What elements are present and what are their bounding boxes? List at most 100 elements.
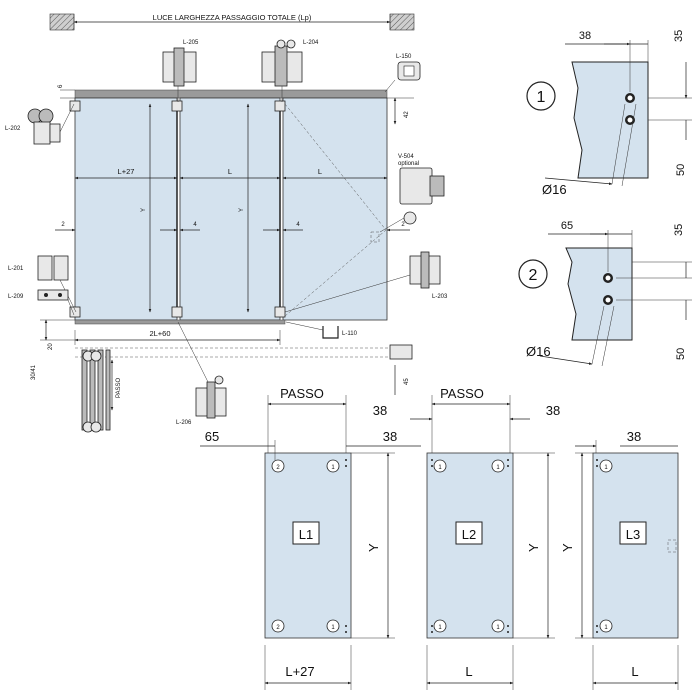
svg-text:1: 1 xyxy=(438,625,442,631)
gap-mid1-dim: 4 xyxy=(193,222,197,228)
side-dims: 30/41 xyxy=(31,364,37,380)
detail-1-hole: Ø16 xyxy=(542,182,567,197)
hinge-markers xyxy=(69,100,286,318)
panel-l3-height: Y xyxy=(560,543,575,552)
elevation-view: 6 L+27 L L Y Y xyxy=(31,84,414,433)
svg-text:1: 1 xyxy=(331,625,335,631)
detail-2-dim-right-top: 35 xyxy=(673,224,685,236)
panel1-width-dim: L+27 xyxy=(118,167,135,176)
bottom-rail xyxy=(74,319,286,325)
panel3-width-dim: L xyxy=(318,167,322,176)
v504-label: V-504 xyxy=(398,154,414,160)
svg-text:2: 2 xyxy=(276,625,280,631)
panel2-width-dim: L xyxy=(228,167,232,176)
panel-l3: 38 Y L3 L 1 1 xyxy=(560,429,679,690)
panel-l2-holes: 1 1 1 1 xyxy=(431,459,509,633)
panel-l1-dim-left: 65 xyxy=(205,429,219,444)
panel2-height-dim: Y xyxy=(239,208,245,212)
panel-l1-height: Y xyxy=(366,543,381,552)
detail-2-dim-top: 65 xyxy=(561,220,573,232)
panel-l1: PASSO 65 38 Y L1 L+27 2 1 2 1 xyxy=(200,386,421,690)
svg-text:1: 1 xyxy=(604,465,608,471)
detail-2-hole: Ø16 xyxy=(526,344,551,359)
l110-label: L-110 xyxy=(342,331,358,337)
l201-label: L-201 xyxy=(8,266,24,272)
top-offset-dim: 6 xyxy=(58,84,64,88)
detail-1-dim-right-bottom: 50 xyxy=(675,164,687,176)
panel-l1-holes: 2 1 2 1 xyxy=(271,459,347,633)
panel-l1-dim-right: 38 xyxy=(383,429,397,444)
glass-panel-2 xyxy=(179,97,281,321)
gap-left-dim: 2 xyxy=(61,222,65,228)
bracket-l209: L-209 xyxy=(8,289,75,316)
panel-l2-label: L2 xyxy=(462,527,476,542)
l203-label: L-203 xyxy=(432,294,448,300)
l206-label: L-206 xyxy=(176,420,192,426)
panel1-height-dim: Y xyxy=(141,208,147,212)
bottom-20-dim: 20 xyxy=(48,343,54,350)
gap-mid2-dim: 4 xyxy=(296,222,300,228)
svg-text:1: 1 xyxy=(331,465,335,471)
glass-panel-3 xyxy=(282,97,388,321)
svg-text:2: 2 xyxy=(276,465,280,471)
panel-l1-passo: PASSO xyxy=(280,386,324,401)
panel-l2-dim-right: 38 xyxy=(546,403,560,418)
l202-label: L-202 xyxy=(5,126,21,132)
panel-l1-width: L+27 xyxy=(285,664,314,679)
l150-label: L-150 xyxy=(396,54,412,60)
detail-1-marker xyxy=(526,81,556,111)
right-wall xyxy=(389,13,415,31)
hinge-l205: L-205 xyxy=(162,40,199,102)
panel-l2-passo: PASSO xyxy=(440,386,484,401)
panel-l1-label-box xyxy=(292,521,320,545)
total-passage-label: LUCE LARGHEZZA PASSAGGIO TOTALE (Lp) xyxy=(153,13,312,22)
total-passage-dimension: LUCE LARGHEZZA PASSAGGIO TOTALE (Lp) xyxy=(49,13,415,31)
profile-l150: L-150 xyxy=(384,54,421,93)
left-wall xyxy=(49,13,75,31)
hinge-l206: L-206 xyxy=(176,321,227,426)
detail-2-dim-right-bottom: 50 xyxy=(675,348,687,360)
lock-v504: V-504 optional xyxy=(379,154,445,233)
hinge-l204: L-204 xyxy=(261,39,319,102)
l205-label: L-205 xyxy=(183,40,199,46)
glass-panel-1 xyxy=(74,97,178,321)
detail-1-dim-right-top: 35 xyxy=(673,30,685,42)
panel-l3-width: L xyxy=(631,664,638,679)
panel-l2: PASSO 38 38 Y L2 L 1 1 1 1 xyxy=(373,386,560,690)
hinge-l201: L-201 xyxy=(8,255,77,313)
svg-text:1: 1 xyxy=(604,625,608,631)
gap-right-dim: 2 xyxy=(401,222,405,228)
panel-l1-label: L1 xyxy=(299,527,313,542)
hinge-l203: L-203 xyxy=(284,251,448,313)
detail-2: 2 65 35 50 Ø16 xyxy=(518,220,692,367)
panel-l3-label-box xyxy=(619,521,647,545)
v504-note: optional xyxy=(398,161,419,167)
detail-1: 1 38 35 50 Ø16 xyxy=(526,30,692,197)
svg-text:1: 1 xyxy=(496,465,500,471)
detail-2-marker xyxy=(518,259,548,289)
panel-l3-label: L3 xyxy=(626,527,640,542)
svg-text:1: 1 xyxy=(438,465,442,471)
panel-l3-dim-left: 38 xyxy=(627,429,641,444)
right-top-dim: 42 xyxy=(404,111,410,118)
channel-l110: L-110 xyxy=(285,321,358,339)
folded-stack: PASSO 30/41 xyxy=(31,349,122,433)
l209-label: L-209 xyxy=(8,294,24,300)
floor-guide xyxy=(389,344,413,360)
bottom-width-dim: 2L+60 xyxy=(149,329,170,338)
l204-label: L-204 xyxy=(303,40,319,46)
passo-side-dim: PASSO xyxy=(116,377,122,398)
panel-l2-label-box xyxy=(455,521,483,545)
svg-text:1: 1 xyxy=(537,89,546,106)
roller-l202: L-202 xyxy=(5,103,75,145)
svg-text:2: 2 xyxy=(529,267,538,284)
detail-1-dim-top: 38 xyxy=(579,30,591,42)
panel-l3-holes: 1 1 xyxy=(596,459,613,633)
bottom-45-dim: 45 xyxy=(404,378,410,385)
panel-l2-dim-left: 38 xyxy=(373,403,387,418)
top-rail xyxy=(74,89,388,99)
panel-l2-width: L xyxy=(465,664,472,679)
panel-l2-height: Y xyxy=(526,543,541,552)
svg-text:1: 1 xyxy=(496,625,500,631)
